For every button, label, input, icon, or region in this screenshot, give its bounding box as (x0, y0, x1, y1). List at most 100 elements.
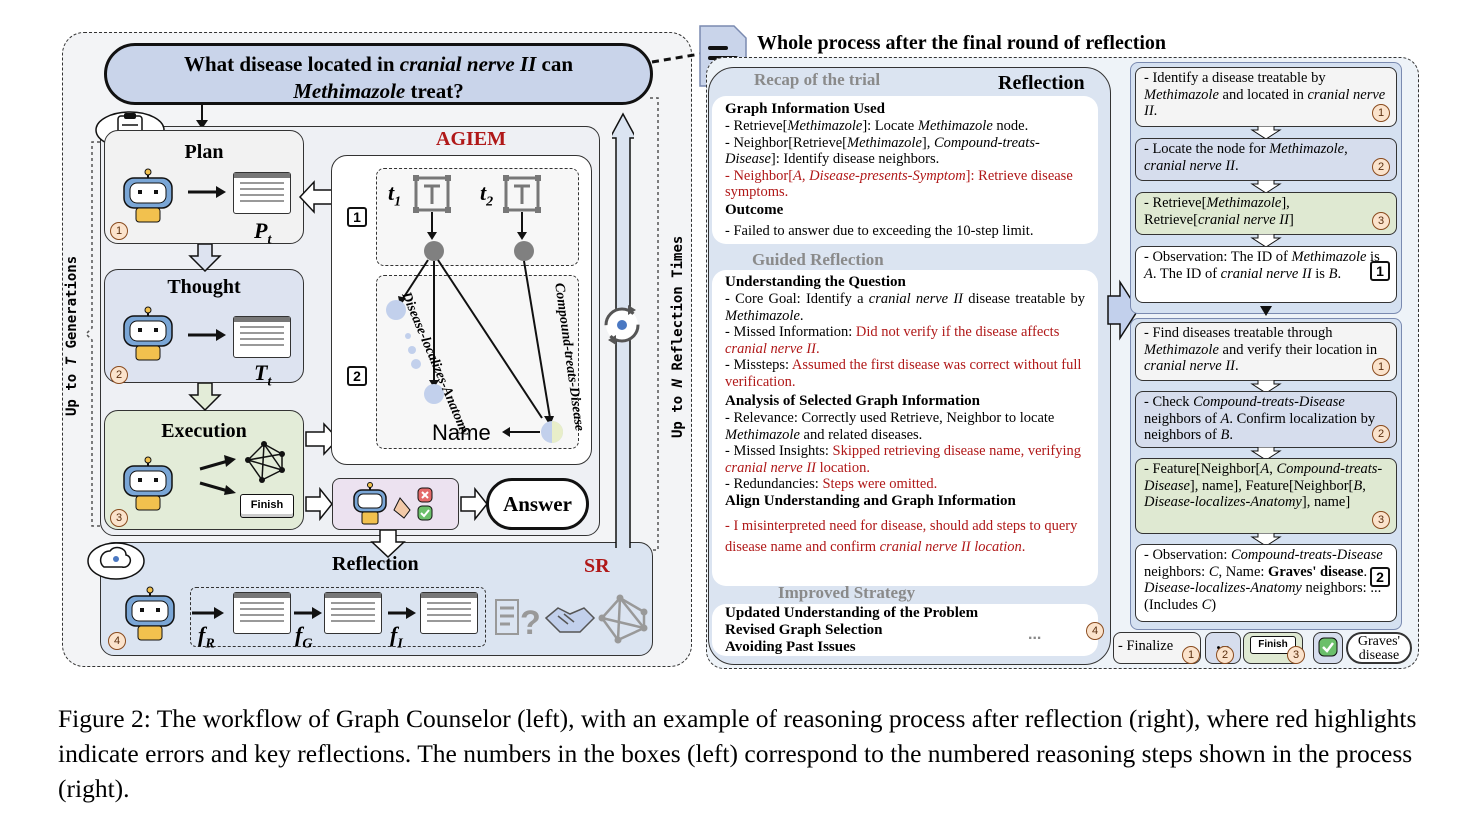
t: , (1362, 477, 1366, 494)
reflection-line: - Relevance: Correctly used Retrieve, Ne… (725, 410, 1085, 443)
t: Graves' disease (1268, 563, 1364, 580)
step-box-number: 1 (1370, 261, 1390, 281)
t: ]: Locate (862, 118, 918, 134)
step-number-badge: 2 (1216, 646, 1234, 664)
t: - Feature[Neighbor[ (1144, 461, 1261, 477)
t: cranial nerve II (1144, 86, 1386, 120)
step-number-badge: 2 (1372, 425, 1390, 443)
plan-title: Plan (184, 141, 224, 163)
t: . (1153, 103, 1158, 119)
network-icon (600, 596, 646, 642)
outcome-text: - Failed to answer due to exceeding the … (725, 222, 1034, 239)
graph-info-line: - Neighbor[Retrieve[Methimazole], Compou… (725, 135, 1093, 168)
thought-title: Thought (167, 276, 241, 298)
t: neighbors of (1144, 410, 1221, 427)
t: disease (1358, 648, 1400, 663)
t: cranial nerve II (725, 340, 816, 357)
t: , Name: (1218, 563, 1269, 580)
graph-info-line: - Retrieve[Methimazole]: Locate Methimaz… (725, 118, 1093, 135)
hollow-arrow-right (305, 487, 333, 521)
document-icon (233, 316, 291, 358)
step-number-badge: 1 (1372, 104, 1390, 122)
hollow-arrow-left (298, 180, 333, 214)
t: - Identify a disease treatable by (1144, 70, 1326, 86)
question-box: What disease located in cranial nerve II… (104, 43, 653, 105)
t: , (1269, 461, 1277, 477)
t: A (1144, 265, 1153, 282)
section-header: Align Understanding and Graph Informatio… (725, 492, 1016, 509)
t: . (1235, 358, 1239, 374)
t: Compound-treats-Disease (1230, 547, 1383, 563)
step-observation-1: - Observation: The ID of Methimazole is … (1135, 246, 1397, 303)
align-text: - I misinterpreted need for disease, sho… (725, 516, 1085, 558)
t: A, Disease-presents-Symptom (793, 167, 966, 184)
var-letter: P (254, 218, 268, 243)
finish-action-chip: Finish (240, 494, 294, 518)
improved-content: Updated Understanding of the Problem Rev… (725, 605, 1065, 656)
strategy-item: Avoiding Past Issues (725, 639, 856, 655)
t: Methimazole (725, 307, 800, 324)
t: Compound-treats-Disease (725, 134, 1040, 168)
t: - Missed Insights: (725, 443, 833, 459)
var-sub: 1 (394, 194, 402, 210)
hollow-arrow-down (370, 530, 406, 558)
question-text: treat? (405, 79, 464, 103)
thought-variable: Tt (254, 360, 271, 390)
t: - Check (1144, 394, 1194, 410)
hollow-arrow-down (1250, 533, 1282, 547)
function-fr: fR (198, 622, 215, 652)
finish-action-chip: Finish (1250, 636, 1296, 654)
step-number-badge: 1 (1182, 646, 1200, 664)
svg-text:?: ? (520, 604, 541, 642)
recap-card (712, 96, 1098, 244)
t: Methimazole (1206, 195, 1282, 211)
var-letter: t (388, 180, 395, 205)
t: - Redundancies: (725, 476, 823, 492)
t: neighbors: ...(Includes (1144, 580, 1382, 613)
t: Compound-treats-Disease (1193, 394, 1345, 410)
plan-variable: Pt (254, 218, 271, 248)
label-text: Up to (64, 365, 80, 416)
robot-icon (123, 168, 173, 223)
generations-label: Up to T Generations (64, 256, 80, 416)
verification-box (332, 478, 459, 530)
t: . Confirm localization by neighbors of (1144, 410, 1376, 444)
t: - Neighbor[ (725, 167, 794, 184)
t: and related diseases. (799, 426, 923, 443)
t: . (1337, 265, 1342, 282)
t: - Observation: The ID of (1144, 249, 1292, 265)
step-box-number: 1 (347, 207, 367, 227)
document-icon (324, 592, 382, 634)
t: Disease-localizes-Anatomy (1144, 494, 1302, 510)
t: - Finalize (1118, 638, 1174, 654)
step-number-badge: 1 (1372, 358, 1390, 376)
agiem-title: AGIEM (436, 128, 506, 150)
t: cranial nerve II (1220, 265, 1312, 282)
t: disease treatable by (963, 291, 1085, 307)
t: - Core Goal: Identify a (725, 291, 869, 307)
t: - Find diseases treatable through (1144, 325, 1333, 341)
reflection-line: - Missed Insights: Skipped retrieving di… (725, 443, 1085, 476)
t: Methimazole (847, 134, 922, 151)
guided-content: Understanding the Question - Core Goal: … (725, 274, 1085, 558)
var-sub: 2 (486, 194, 494, 210)
step-thought-2: - Check Compound-treats-Disease neighbor… (1135, 391, 1397, 448)
t: ], name], Feature[Neighbor[ (1189, 477, 1354, 494)
function-fi: fI (390, 622, 403, 652)
step-execution-1: - Retrieve[Methimazole], Retrieve[crania… (1135, 192, 1397, 235)
reflection-line: - Missteps: Assumed the first disease wa… (725, 357, 1085, 390)
question-doc-icon: ? (495, 599, 541, 642)
t: - Retrieve[ (725, 118, 788, 134)
t: . (1021, 538, 1026, 555)
var-letter: f (295, 622, 303, 647)
hollow-arrow-down (1250, 180, 1282, 194)
arrow-down (196, 104, 208, 129)
strategy-item: Updated Understanding of the Problem (725, 605, 979, 621)
t: Assumed the first disease was correct wi… (725, 357, 1082, 390)
t: - Missed Information: (725, 324, 856, 340)
t: cranial nerve II (1144, 358, 1235, 374)
refresh-icon (604, 305, 640, 345)
figure-caption: Figure 2: The workflow of Graph Counselo… (58, 704, 1417, 803)
arrow-right (192, 607, 224, 619)
t: ], Retrieve[ (1144, 195, 1290, 228)
